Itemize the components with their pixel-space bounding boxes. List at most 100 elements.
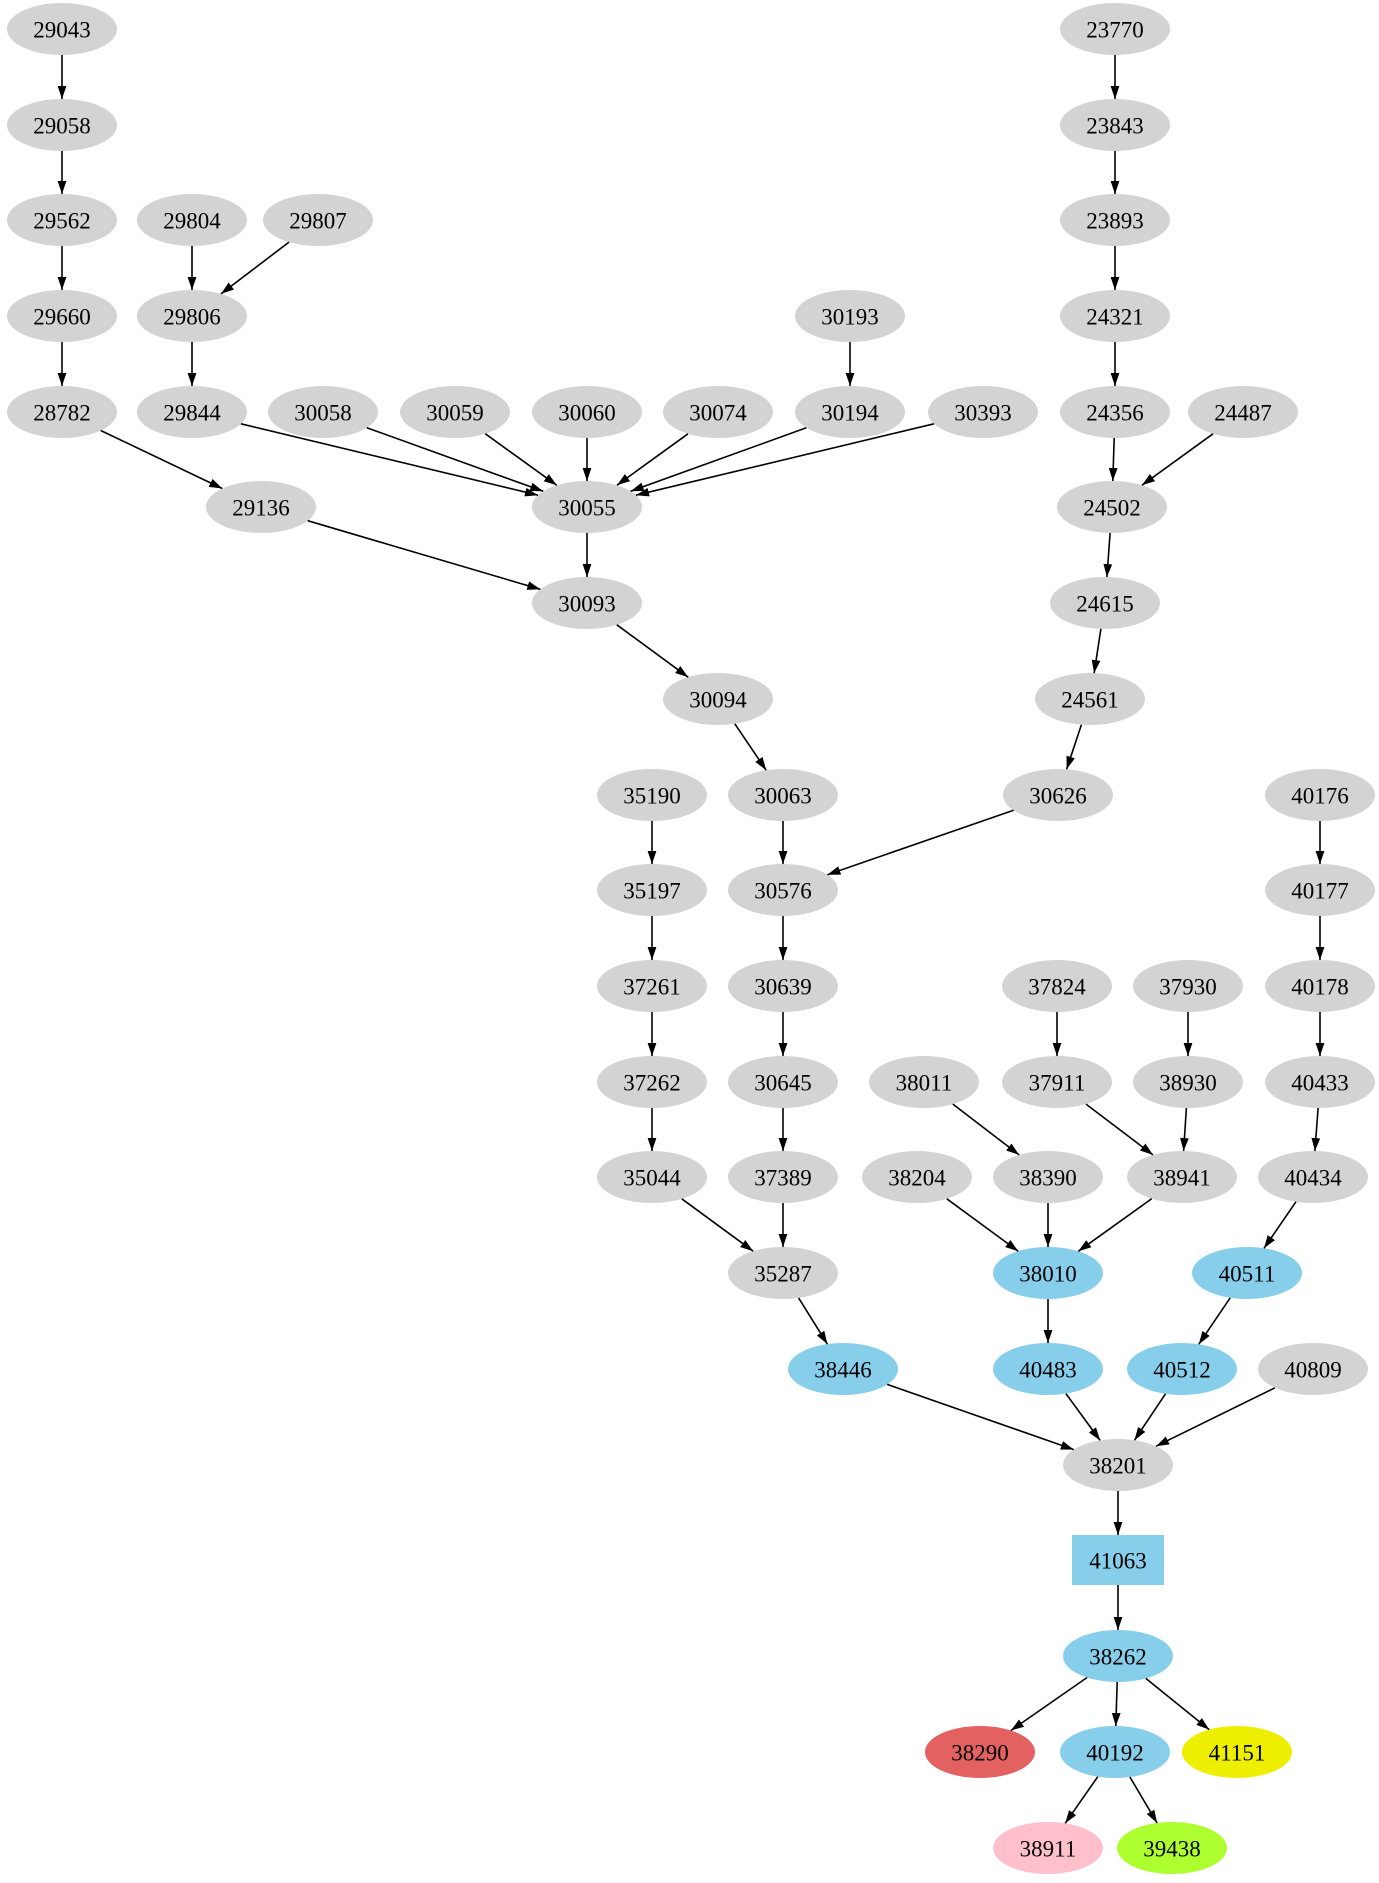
node-label: 37389 [754,1166,812,1191]
node-label: 37930 [1159,975,1217,1000]
node-ellipse-shape [1127,1343,1237,1395]
node-label: 23770 [1086,18,1144,43]
node-label: 35044 [623,1166,681,1191]
edge-24615-24561 [1091,628,1102,674]
node-ellipse-shape [532,481,642,533]
node-38446: 38446 [788,1343,898,1395]
node-ellipse-shape [137,290,247,342]
node-30194: 30194 [795,386,905,438]
node-ellipse-shape [1258,1343,1368,1395]
node-37824: 37824 [1002,960,1112,1012]
node-label: 40176 [1291,784,1349,809]
node-label: 38390 [1019,1166,1077,1191]
node-label: 29058 [33,114,91,139]
edge-29807-29806 [220,241,290,295]
edge-37911-38941 [1085,1103,1154,1156]
node-ellipse-shape [1002,960,1112,1012]
node-38201: 38201 [1063,1439,1173,1491]
node-30193: 30193 [795,290,905,342]
node-ellipse-shape [1035,673,1145,725]
node-label: 30055 [558,496,616,521]
edge-28782-29136 [100,429,223,490]
node-ellipse-shape [532,577,642,629]
node-ellipse-shape [1133,1056,1243,1108]
node-30055: 30055 [532,481,642,533]
node-label: 30094 [689,688,747,713]
node-label: 23893 [1086,209,1144,234]
node-ellipse-shape [1002,1056,1112,1108]
node-label: 38290 [951,1741,1009,1766]
node-ellipse-shape [1063,1439,1173,1491]
node-label: 40178 [1291,975,1349,1000]
node-label: 40433 [1291,1071,1349,1096]
node-ellipse-shape [1060,1726,1170,1778]
node-label: 38011 [896,1071,953,1096]
node-box-shape [1072,1535,1164,1585]
node-38262: 38262 [1063,1630,1173,1682]
node-38011: 38011 [869,1056,979,1108]
node-label: 41063 [1089,1549,1147,1574]
edge-35287-38446 [797,1297,829,1345]
node-40809: 40809 [1258,1343,1368,1395]
edge-40512-38201 [1133,1393,1167,1441]
node-ellipse-shape [1003,769,1113,821]
node-label: 40177 [1291,879,1349,904]
node-label: 38930 [1159,1071,1217,1096]
node-35197: 35197 [597,864,707,916]
node-35287: 35287 [728,1247,838,1299]
edge-40433-40434 [1311,1107,1321,1152]
node-30639: 30639 [728,960,838,1012]
node-37911: 37911 [1002,1056,1112,1108]
node-ellipse-shape [1063,1630,1173,1682]
node-35190: 35190 [597,769,707,821]
node-ellipse-shape [1060,3,1170,55]
node-label: 30074 [689,401,747,426]
node-ellipse-shape [597,960,707,1012]
node-39438: 39438 [1117,1822,1227,1874]
node-label: 29043 [33,18,91,43]
node-ellipse-shape [7,194,117,246]
edge-29844-30055 [240,423,539,497]
node-ellipse-shape [1060,290,1170,342]
edge-38011-38390 [952,1103,1020,1156]
node-29136: 29136 [206,481,316,533]
node-24487: 24487 [1188,386,1298,438]
node-ellipse-shape [728,960,838,1012]
node-ellipse-shape [1188,386,1298,438]
edge-38930-38941 [1180,1107,1189,1152]
node-ellipse-shape [1265,769,1375,821]
node-label: 40511 [1219,1262,1276,1287]
edge-40809-38201 [1155,1387,1276,1447]
node-37262: 37262 [597,1056,707,1108]
node-label: 30626 [1029,784,1087,809]
node-35044: 35044 [597,1151,707,1203]
node-29562: 29562 [7,194,117,246]
node-30626: 30626 [1003,769,1113,821]
edge-38262-38290 [1010,1676,1088,1732]
node-40177: 40177 [1265,864,1375,916]
node-24615: 24615 [1050,577,1160,629]
node-label: 30193 [821,305,879,330]
node-ellipse-shape [7,3,117,55]
node-label: 29562 [33,209,91,234]
node-label: 29844 [163,401,221,426]
node-ellipse-shape [263,194,373,246]
edge-40483-38201 [1065,1393,1101,1441]
node-ellipse-shape [1265,960,1375,1012]
node-label: 29806 [163,305,221,330]
node-label: 30576 [754,879,812,904]
node-38010: 38010 [993,1247,1103,1299]
node-ellipse-shape [7,99,117,151]
node-ellipse-shape [1133,960,1243,1012]
node-ellipse-shape [795,386,905,438]
node-ellipse-shape [788,1343,898,1395]
node-38911: 38911 [993,1822,1103,1874]
node-label: 37262 [623,1071,681,1096]
node-label: 35197 [623,879,681,904]
node-label: 30093 [558,592,616,617]
node-30393: 30393 [928,386,1038,438]
node-40433: 40433 [1265,1056,1375,1108]
